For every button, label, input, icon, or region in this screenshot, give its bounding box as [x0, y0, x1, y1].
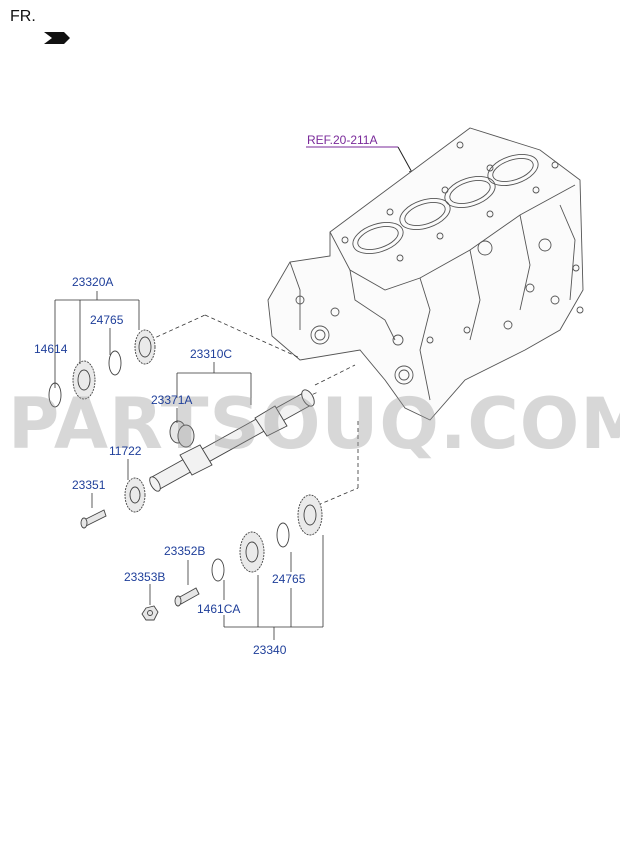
callout-14614[interactable]: 14614 — [34, 342, 68, 356]
callout-1461ca[interactable]: 1461CA — [197, 602, 241, 616]
callout-lines — [54, 291, 324, 640]
reference-leader — [306, 146, 417, 180]
callout-11722[interactable]: 11722 — [109, 444, 142, 458]
callout-23353b[interactable]: 23353B — [124, 570, 166, 584]
watermark: PARTSOUQ.COM — [8, 383, 620, 465]
callout-23371a[interactable]: 23371A — [151, 393, 193, 407]
callout-23351[interactable]: 23351 — [72, 478, 106, 492]
callout-23310c[interactable]: 23310C — [190, 347, 233, 361]
callout-23352b[interactable]: 23352B — [164, 544, 206, 558]
needle-bearing-illustration — [169, 420, 195, 448]
reference-label[interactable]: REF.20-211A — [307, 133, 378, 147]
assembly-lines — [149, 314, 359, 506]
gear-lower-illustration — [124, 477, 323, 582]
callout-24765-top[interactable]: 24765 — [90, 313, 124, 327]
balance-shaft-illustration — [149, 389, 315, 492]
front-arrow-icon — [44, 32, 70, 44]
callout-24765-bottom[interactable]: 24765 — [272, 572, 306, 586]
bolt-illustration — [80, 509, 200, 621]
engine-block-illustration — [267, 127, 584, 421]
front-direction-label: FR. — [10, 8, 36, 25]
gear-upper-illustration — [48, 329, 156, 408]
callout-23340[interactable]: 23340 — [253, 643, 287, 657]
callout-23320a[interactable]: 23320A — [72, 275, 114, 289]
